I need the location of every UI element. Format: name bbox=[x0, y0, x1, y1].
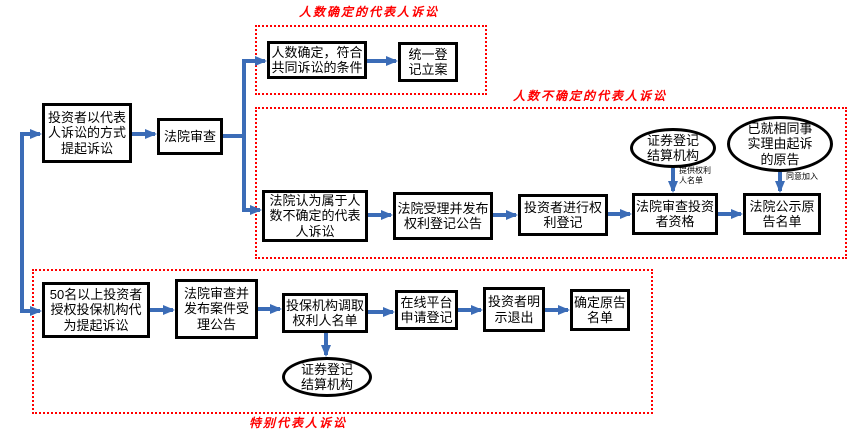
node-unified-filing: 统一登记立案 bbox=[398, 42, 458, 82]
node-case-accept-publish: 法院审查并发布案件受理公告 bbox=[175, 279, 258, 339]
region-label-special: 特别代表人诉讼 bbox=[248, 416, 347, 430]
node-same-fact-plaintiffs: 已就相同事实理由起诉的原告 bbox=[727, 116, 833, 172]
node-investor-register: 投资者进行权利登记 bbox=[518, 194, 608, 236]
node-accept-publish: 法院受理并发布权利登记公告 bbox=[393, 192, 493, 240]
node-fixed-condition: 人数确定，符合共同诉讼的条件 bbox=[267, 41, 367, 79]
node-csdc-mid: 证券登记结算机构 bbox=[630, 128, 716, 168]
node-confirm-plaintiffs: 确定原告名单 bbox=[570, 289, 630, 331]
node-sipf-retrieve: 投保机构调取权利人名单 bbox=[282, 293, 368, 333]
region-label-unfixed: 人数不确定的代表人诉讼 bbox=[512, 89, 667, 103]
node-fifty-investors: 50名以上投资者授权投保机构代为提起诉讼 bbox=[42, 282, 150, 338]
node-review-qualification: 法院审查投资者资格 bbox=[632, 193, 718, 235]
node-start: 投资者以代表人诉讼的方式提起诉讼 bbox=[42, 103, 132, 163]
edge-label-provide-list: 提供权利人名单 bbox=[679, 166, 711, 185]
node-online-register: 在线平台申请登记 bbox=[395, 290, 458, 330]
node-csdc-bottom: 证券登记结算机构 bbox=[282, 357, 372, 397]
region-unfixed-number bbox=[255, 107, 847, 259]
node-unfixed-decision: 法院认为属于人数不确定的代表人诉讼 bbox=[262, 190, 368, 242]
node-optout: 投资者明示退出 bbox=[483, 287, 545, 332]
region-special bbox=[32, 269, 653, 414]
node-court-review: 法院审查 bbox=[157, 118, 223, 155]
region-label-fixed: 人数确定的代表人诉讼 bbox=[298, 5, 439, 19]
node-publish-plaintiffs: 法院公示原告名单 bbox=[743, 193, 821, 235]
edge-label-agree-join: 同意加入 bbox=[786, 172, 818, 181]
